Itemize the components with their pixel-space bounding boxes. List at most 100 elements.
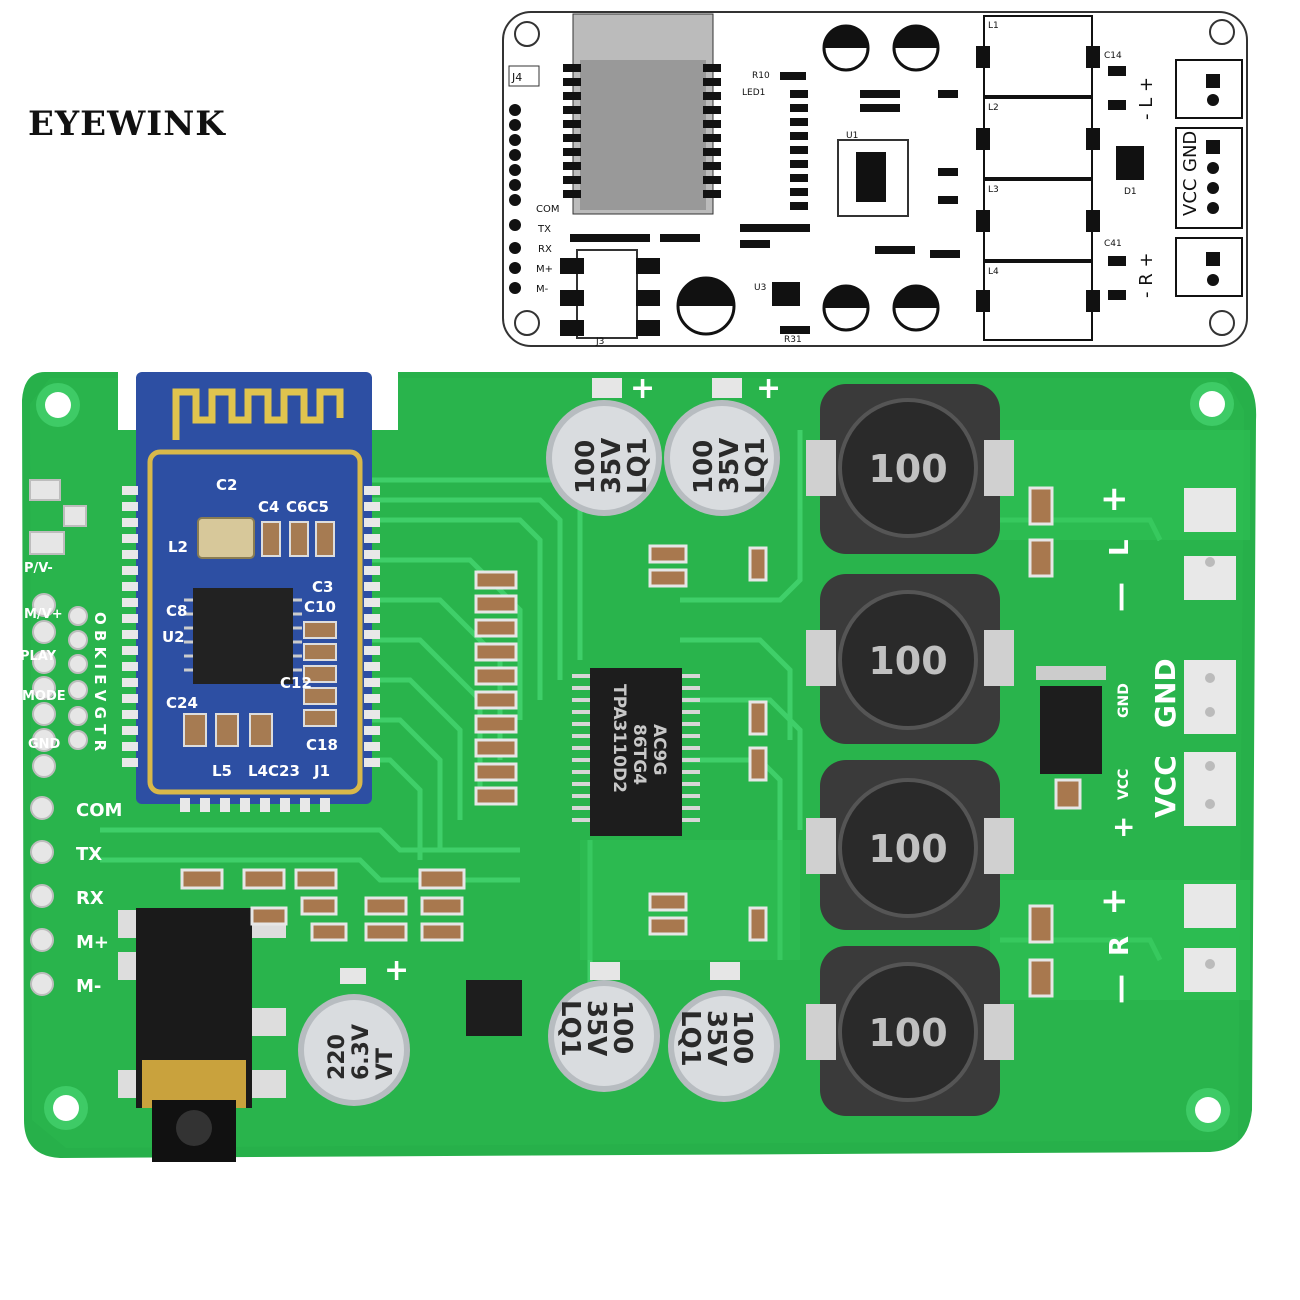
silk-gnd-small: GND — [1116, 683, 1132, 718]
silk-gnd: GND — [1149, 658, 1182, 728]
silk-com: COM — [76, 800, 122, 821]
cap-small-brand: VT — [373, 1048, 398, 1080]
module-label-l4c23: L4C23 — [248, 762, 300, 780]
silk-pv: P/V- — [24, 561, 53, 576]
cap-small-value: 220 — [325, 1034, 350, 1080]
schematic-label-gnd: GND — [1180, 131, 1201, 172]
cap-small-voltage: 6.3V — [349, 1024, 374, 1080]
schematic-label-r31: R31 — [784, 335, 802, 345]
capacitor-top-right: 100 35V LQ1 — [664, 378, 780, 516]
module-label-c24: C24 — [166, 694, 198, 712]
chip-line-3: AC9G — [649, 724, 669, 775]
schematic-label-r10: R10 — [752, 71, 770, 81]
left-header-pads: P/V- M/V+ PLAY MODE GND COM TX RX M+ M- … — [20, 479, 122, 997]
pcb-board: C2 C4 C6C5 C3 C10 C8 U2 C24 C12 C18 L5 L… — [20, 370, 1257, 1162]
schematic-label-led1: LED1 — [742, 88, 765, 98]
bluetooth-module: C2 C4 C6C5 C3 C10 C8 U2 C24 C12 C18 L5 L… — [122, 372, 380, 812]
silk-tx: TX — [76, 844, 102, 865]
silk-vcc-plus: + — [1112, 810, 1135, 843]
audio-jack — [118, 908, 286, 1162]
schematic-label-l3: L3 — [988, 185, 999, 195]
silk-l-plus: + — [1100, 479, 1129, 519]
silk-r-plus: + — [1100, 881, 1129, 921]
cap-br-brand: LQ1 — [675, 1010, 705, 1067]
inductor-4: 100 — [806, 946, 1014, 1116]
schematic-label-u3: U3 — [754, 283, 766, 293]
module-label-c18: C18 — [306, 736, 338, 754]
chip-line-2: 86TG4 — [629, 724, 649, 785]
schematic-label-c14: C14 — [1104, 51, 1122, 61]
cap-tl-value: 100 — [571, 440, 601, 494]
schematic-label-mplus: M+ — [536, 264, 553, 275]
cap-br-value: 100 — [727, 1010, 757, 1064]
silk-r: R — [1105, 936, 1135, 956]
inductor-3-value: 100 — [868, 827, 947, 871]
inductor-4-value: 100 — [868, 1011, 947, 1055]
module-label-c12: C12 — [280, 674, 312, 692]
inductor-3: 100 — [806, 760, 1014, 930]
chip-line-1: TPA3110D2 — [609, 684, 629, 793]
schematic-label-vcc: VCC — [1180, 179, 1201, 216]
cap-tl-brand: LQ1 — [623, 437, 653, 494]
schematic-label-d1: D1 — [1124, 187, 1137, 197]
silk-mplus: M+ — [76, 932, 109, 953]
schematic-label-l-polarity: - L + — [1136, 77, 1157, 120]
cap-tr-value: 100 — [689, 440, 719, 494]
cap-bl-voltage: 35V — [581, 1000, 611, 1056]
module-label-l5: L5 — [212, 762, 232, 780]
module-label-j1: J1 — [313, 762, 330, 780]
cap-br-voltage: 35V — [701, 1010, 731, 1066]
module-label-u2: U2 — [162, 628, 185, 646]
cap-bl-brand: LQ1 — [555, 1000, 585, 1057]
cap-tr-brand: LQ1 — [741, 437, 771, 494]
module-label-c8: C8 — [166, 602, 187, 620]
schematic-label-mminus: M- — [536, 284, 549, 295]
schematic-label-com: COM — [536, 204, 559, 215]
inductor-1: 100 — [806, 384, 1014, 554]
silk-vcc-small: VCC — [1116, 769, 1132, 800]
schematic-label-tx: TX — [537, 224, 551, 235]
schematic-label-r-polarity: - R + — [1136, 252, 1157, 298]
silk-vcc: VCC — [1149, 755, 1182, 818]
schematic-label-u1: U1 — [846, 131, 858, 141]
amplifier-chip: TPA3110D2 86TG4 AC9G — [572, 668, 700, 836]
inductor-1-value: 100 — [868, 447, 947, 491]
cap-tl-voltage: 35V — [597, 438, 627, 494]
module-label-c6c5: C6C5 — [286, 498, 329, 516]
schematic-label-c41: C41 — [1104, 239, 1122, 249]
schematic-label-rx: RX — [538, 244, 552, 255]
capacitor-bottom-right: 100 35V LQ1 — [668, 962, 780, 1102]
inductor-2-value: 100 — [868, 639, 947, 683]
silk-mode: MODE — [22, 689, 66, 704]
module-label-c2: C2 — [216, 476, 237, 494]
silk-cap-plus-1: + — [630, 371, 655, 406]
module-label-c10: C10 — [304, 598, 336, 616]
capacitor-small: 220 6.3V VT — [298, 968, 410, 1106]
module-label-c4: C4 — [258, 498, 279, 516]
silk-rx: RX — [76, 888, 104, 909]
schematic-label-j3: J3 — [595, 337, 604, 347]
silk-play: PLAY — [20, 649, 57, 664]
capacitor-top-left: 100 35V LQ1 — [546, 378, 662, 516]
schematic-diagram: J4 COM TX RX M+ M- J3 — [502, 11, 1248, 347]
silk-side-letters: O B K I E V G T R — [91, 612, 109, 752]
silk-l: L — [1105, 539, 1135, 556]
cap-tr-voltage: 35V — [715, 438, 745, 494]
module-label-c3: C3 — [312, 578, 333, 596]
schematic-label-j4: J4 — [511, 71, 522, 84]
schematic-label-l1: L1 — [988, 21, 999, 31]
module-label-l2: L2 — [168, 538, 188, 556]
schematic-label-l2: L2 — [988, 103, 999, 113]
silk-mv: M/V+ — [24, 607, 63, 622]
inductor-2: 100 — [806, 574, 1014, 744]
silk-cap-plus-2: + — [756, 371, 781, 406]
schematic-label-l4: L4 — [988, 267, 999, 277]
brand-watermark: EYEWINK — [28, 104, 226, 144]
silk-cap-plus-3: + — [384, 953, 409, 988]
silk-mminus: M- — [76, 976, 101, 997]
capacitor-bottom-left: 100 35V LQ1 — [548, 962, 660, 1092]
silk-gnd: GND — [28, 737, 61, 752]
cap-bl-value: 100 — [607, 1000, 637, 1054]
silk-l-minus: — — [1103, 582, 1138, 612]
